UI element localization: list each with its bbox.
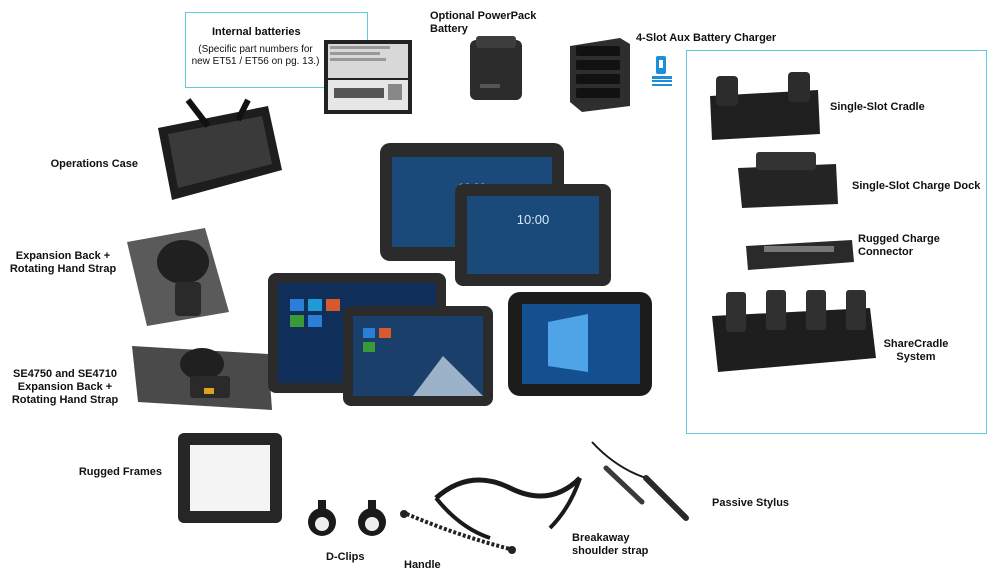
single-slot-dock-label: Single-Slot Charge Dock <box>852 180 981 192</box>
se-expansion-back-image <box>132 346 272 410</box>
shoulder-strap-image <box>434 476 582 540</box>
aux-charger-label: 4-Slot Aux Battery Charger <box>636 32 777 44</box>
tablet-rugged <box>508 292 652 396</box>
tablet-top-front: 10:00 <box>455 184 611 286</box>
sharecradle-image <box>712 290 876 372</box>
expansion-back-image <box>127 228 229 326</box>
operations-case-label: Operations Case <box>50 158 138 170</box>
battery-charge-icon <box>652 56 672 86</box>
shoulder-strap-label: Breakaway shoulder strap <box>572 532 649 557</box>
handle-image <box>400 510 516 554</box>
powerpack-battery-image <box>470 36 522 100</box>
d-clip-image-2 <box>358 500 386 536</box>
internal-battery-image <box>324 40 412 114</box>
internal-batteries-note: (Specific part numbers for new ET51 / ET… <box>191 44 320 67</box>
rugged-connector-label: Rugged Charge Connector <box>858 233 940 258</box>
rugged-connector-image <box>746 240 854 270</box>
single-slot-dock-image <box>738 152 838 208</box>
stylus-label: Passive Stylus <box>712 497 790 509</box>
charging-accessories-box <box>686 50 987 434</box>
aux-charger-image <box>570 38 630 112</box>
handle-label: Handle <box>404 559 441 571</box>
tablet-left-front <box>343 306 493 406</box>
expansion-back-label: Expansion Back + Rotating Hand Strap <box>9 250 117 275</box>
powerpack-label: Optional PowerPack Battery <box>430 10 537 35</box>
sharecradle-label: ShareCradle System <box>883 338 949 363</box>
rugged-frames-label: Rugged Frames <box>78 466 162 478</box>
d-clip-image-1 <box>308 500 336 536</box>
se-expansion-back-label: SE4750 and SE4710 Expansion Back + Rotat… <box>11 368 119 406</box>
rugged-frames-image <box>178 433 282 523</box>
d-clips-label: D-Clips <box>326 551 365 563</box>
operations-case-image <box>158 98 282 200</box>
single-slot-cradle-label: Single-Slot Cradle <box>830 101 925 113</box>
tablet-top-front-time: 10:00 <box>517 212 550 227</box>
single-slot-cradle-image <box>710 72 820 140</box>
stylus-image <box>591 441 689 521</box>
internal-batteries-label: Internal batteries <box>212 26 301 38</box>
